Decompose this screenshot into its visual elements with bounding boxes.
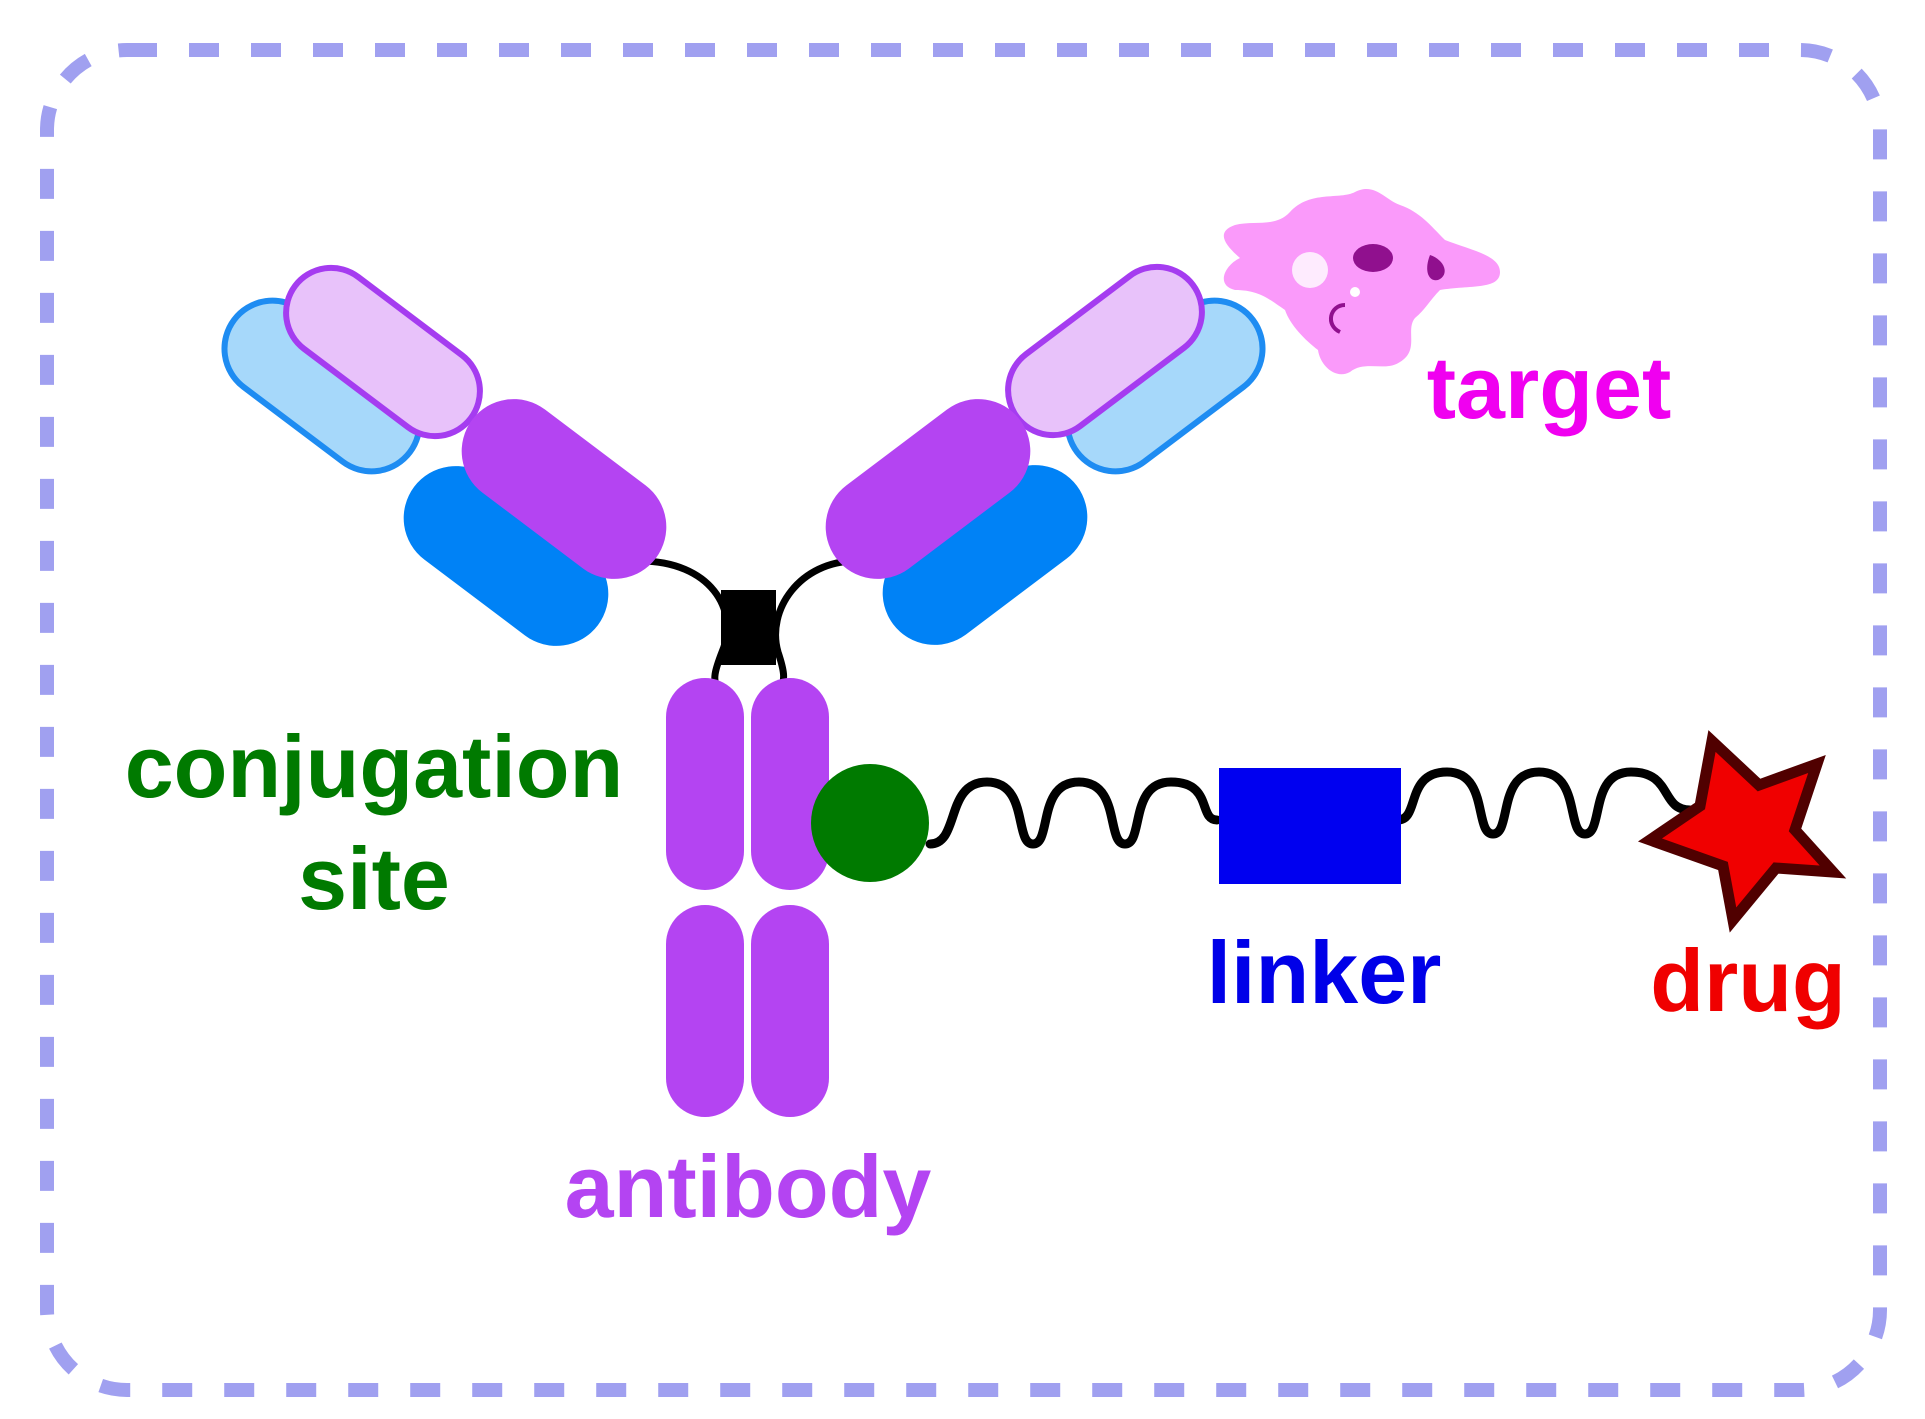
linker-block <box>1219 768 1401 884</box>
conjugation-site-label-line2: site <box>298 829 450 928</box>
heavy-chain-ch1-left <box>461 399 667 579</box>
target-cell-dot <box>1350 287 1360 297</box>
hinge-disulfide-block <box>721 590 776 665</box>
spacer-wave-1 <box>925 777 1222 849</box>
drug-label: drug <box>1650 931 1846 1030</box>
target-cell-organelle-ring <box>1329 303 1346 334</box>
fc-ch3-right <box>751 905 829 1117</box>
conjugation-site-label-line1: conjugation <box>125 717 624 816</box>
heavy-chain-ch1-right <box>825 399 1031 579</box>
target-cell-nucleus <box>1353 244 1393 272</box>
target-cell-icon <box>1223 189 1500 375</box>
antibody <box>221 263 1266 1117</box>
linker-label: linker <box>1207 923 1442 1022</box>
fc-ch2-right <box>751 678 829 890</box>
drug-star-icon <box>1637 730 1847 933</box>
target-label: target <box>1427 338 1672 437</box>
fc-ch3-left <box>666 905 744 1117</box>
light-chain-constant-left <box>403 466 609 646</box>
target-cell-organelle <box>1427 255 1445 281</box>
antibody-label: antibody <box>565 1137 932 1236</box>
target-cell-vesicle <box>1292 252 1328 288</box>
conjugation-site-circle <box>811 764 929 882</box>
fc-ch2-left <box>666 678 744 890</box>
heavy-chain-variable-left <box>283 264 483 440</box>
spacer-wave-2 <box>1393 767 1695 839</box>
light-chain-constant-right <box>882 465 1088 645</box>
